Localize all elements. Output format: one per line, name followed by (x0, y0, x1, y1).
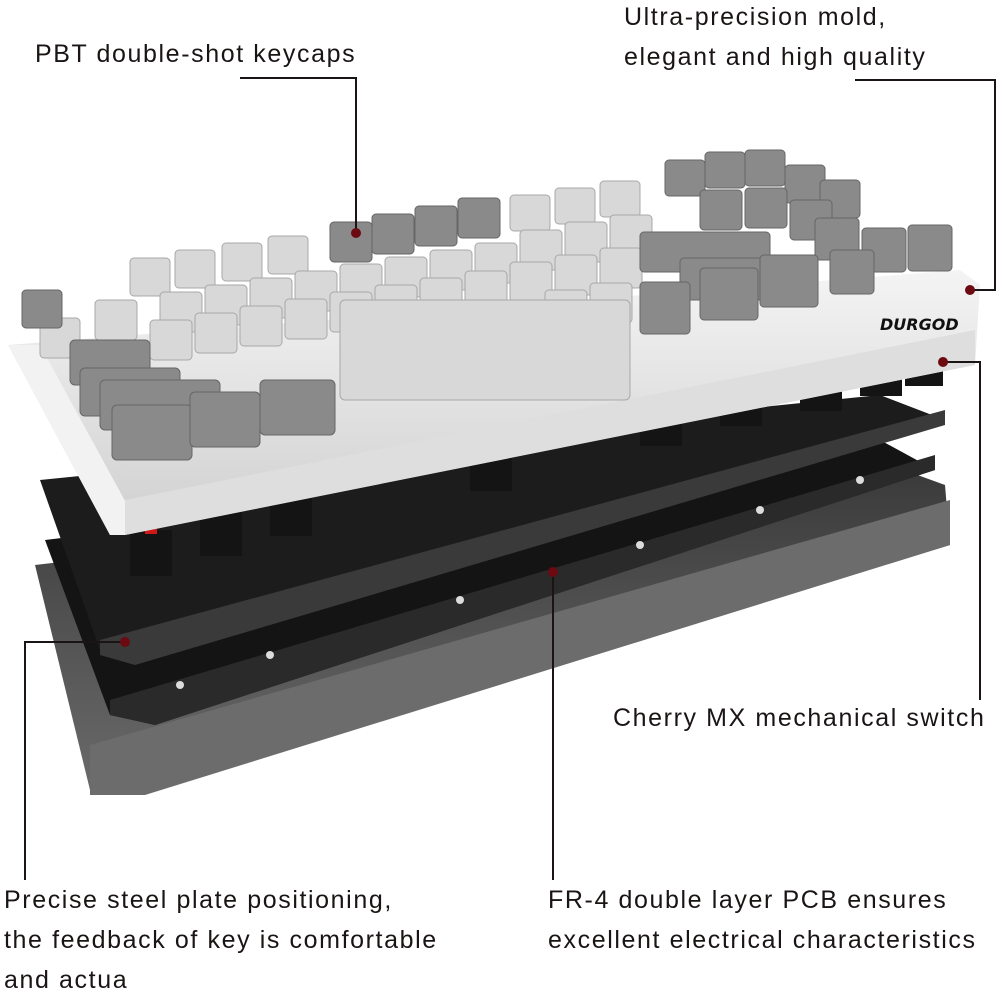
marker-dot-switch (938, 357, 948, 367)
callout-plate-line-2: the feedback of key is comfortable (4, 926, 438, 954)
marker-dot-mold (965, 285, 975, 295)
brand-logo: DURGOD (880, 315, 959, 334)
marker-dot-pcb (548, 567, 558, 577)
marker-dot-keycaps (351, 228, 361, 238)
callout-keycaps: PBT double-shot keycaps (35, 34, 356, 74)
callout-mold-line-1: Ultra-precision mold, (624, 3, 887, 31)
keycaps (21, 149, 953, 461)
callout-plate: Precise steel plate positioning, the fee… (4, 880, 438, 1000)
leader-plate (24, 641, 125, 880)
callout-pcb-line-1: FR-4 double layer PCB ensures (548, 886, 948, 914)
callout-pcb: FR-4 double layer PCB ensures excellent … (548, 880, 977, 960)
callout-switch-line-1: Cherry MX mechanical switch (613, 704, 986, 732)
leader-mold (855, 79, 996, 291)
callout-plate-line-1: Precise steel plate positioning, (4, 886, 393, 914)
marker-dots (120, 228, 975, 647)
pcb-layer (45, 440, 935, 725)
leader-lines (24, 77, 996, 880)
leader-switch (945, 361, 981, 700)
callout-pcb-line-2: excellent electrical characteristics (548, 926, 977, 954)
callout-mold-line-2: elegant and high quality (624, 43, 927, 71)
marker-dot-plate (120, 637, 130, 647)
callout-keycaps-line-1: PBT double-shot keycaps (35, 40, 357, 68)
leader-keycaps (240, 77, 357, 233)
callout-mold: Ultra-precision mold, elegant and high q… (624, 0, 927, 77)
callout-plate-line-3: and actua (4, 966, 129, 994)
callout-switch: Cherry MX mechanical switch (613, 698, 985, 738)
